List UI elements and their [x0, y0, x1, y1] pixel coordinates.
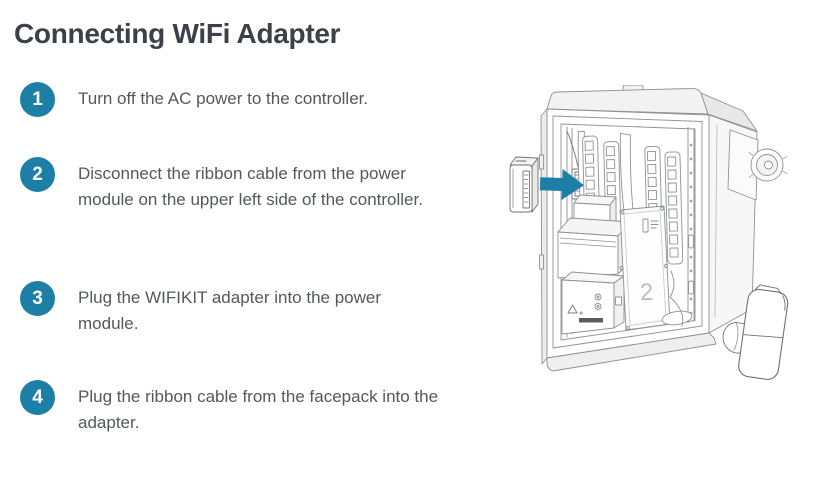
step-4-number-badge: 4 [20, 380, 55, 415]
page-title: Connecting WiFi Adapter [14, 18, 341, 49]
side-knob [748, 148, 788, 182]
controller-cabinet-illustration: 2 [509, 85, 789, 380]
step-2: 2 Disconnect the ribbon cable from the p… [20, 157, 440, 213]
cabinet-floor [661, 270, 693, 327]
step-3-number-badge: 3 [20, 281, 55, 316]
transformer-assembly [557, 194, 631, 279]
step-3-text: Plug the WIFIKIT adapter into the power … [78, 288, 382, 333]
interior-right-wall [687, 126, 695, 324]
wifikit-adapter [509, 156, 539, 213]
step-2-number-badge: 2 [20, 157, 55, 192]
step-1-text: Turn off the AC power to the controller. [78, 89, 369, 108]
step-1-number-badge: 1 [20, 82, 55, 117]
step-3: 3 Plug the WIFIKIT adapter into the powe… [20, 281, 440, 337]
warning-triangle-icon [567, 304, 578, 314]
panel-number-label: 2 [639, 279, 654, 307]
step-1: 1 Turn off the AC power to the controlle… [20, 82, 440, 117]
power-module [561, 271, 625, 335]
step-4: 4 Plug the ribbon cable from the facepac… [20, 380, 440, 436]
cabinet-right-side-panel [708, 114, 759, 334]
center-panel: 2 [619, 205, 671, 331]
cabinet-top-cap [546, 85, 758, 132]
wifi-antenna [722, 284, 789, 380]
module-label-strip [579, 318, 603, 323]
step-4-text: Plug the ribbon cable from the facepack … [78, 387, 439, 432]
step-2-text: Disconnect the ribbon cable from the pow… [78, 164, 423, 209]
insert-arrow-icon [539, 169, 585, 200]
